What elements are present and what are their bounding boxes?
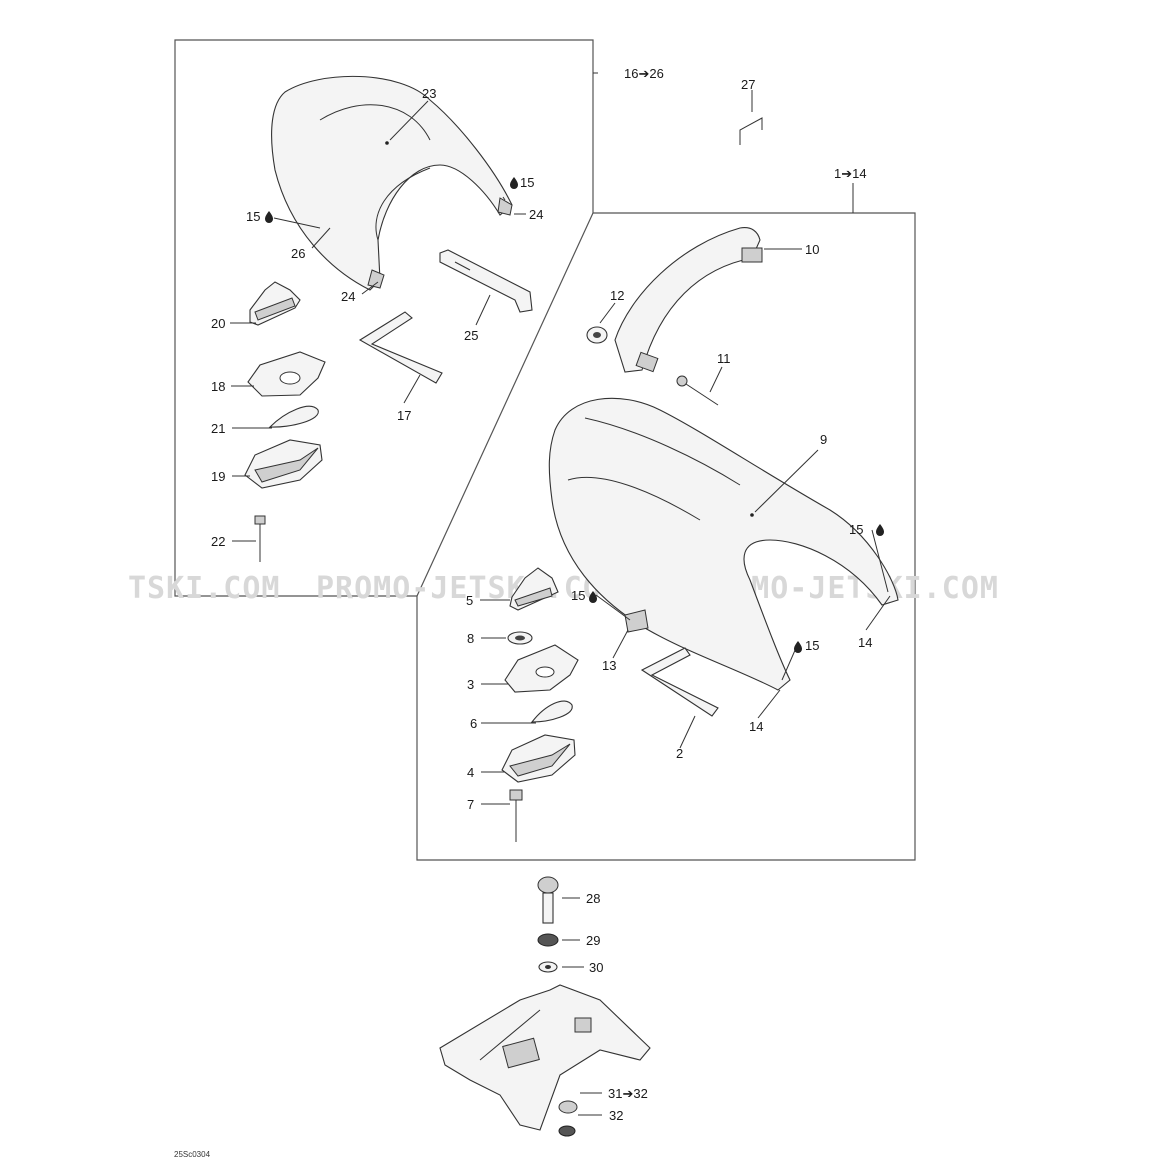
callout-28: 28 <box>586 891 600 906</box>
callout-21: 21 <box>211 421 225 436</box>
callout-15: 15 <box>805 638 819 653</box>
washer-part-30 <box>538 961 558 973</box>
callout-25: 25 <box>464 328 478 343</box>
callout-14: 14 <box>858 635 872 650</box>
grab-handle-part-10 <box>614 227 763 373</box>
hex-key-part-17 <box>358 311 443 384</box>
base-plate-part-18 <box>247 351 326 397</box>
callout-15: 15 <box>571 588 585 603</box>
rivet-part-22 <box>254 515 266 562</box>
callout-9: 9 <box>820 432 827 447</box>
callout-19: 19 <box>211 469 225 484</box>
callout-24: 24 <box>341 289 355 304</box>
passenger-seat-part-23 <box>271 75 513 291</box>
callout-15: 15 <box>246 209 260 224</box>
strap-part-25 <box>439 249 533 313</box>
housing-part-4 <box>501 734 576 783</box>
upper-assembly-frame <box>174 39 916 861</box>
callout-32: 32 <box>609 1108 623 1123</box>
gasket-part-21 <box>268 405 319 428</box>
callout-11: 11 <box>717 351 731 366</box>
bushing-part-12 <box>586 326 608 344</box>
callout-23: 23 <box>422 86 436 101</box>
washer-part-8 <box>507 631 533 645</box>
drawing-code: 25Sc0304 <box>174 1150 211 1159</box>
callout-2: 2 <box>676 746 683 761</box>
callout-4: 4 <box>467 765 474 780</box>
callout-29: 29 <box>586 933 600 948</box>
bolt-part-28 <box>537 876 559 924</box>
shim-part-27 <box>739 117 763 145</box>
gasket-part-6 <box>530 700 573 723</box>
group-label-lower: 1➔14 <box>834 166 867 181</box>
hex-key-part-2 <box>640 647 719 717</box>
callout-24: 24 <box>529 207 543 222</box>
driver-seat-part-9 <box>548 397 899 691</box>
callout-30: 30 <box>589 960 603 975</box>
callout-18: 18 <box>211 379 225 394</box>
callout-20: 20 <box>211 316 225 331</box>
housing-part-19 <box>244 439 323 489</box>
callout-10: 10 <box>805 242 819 257</box>
callout-15: 15 <box>520 175 534 190</box>
callout-15: 15 <box>849 522 863 537</box>
callout-17: 17 <box>397 408 411 423</box>
rivet-part-7 <box>509 789 523 842</box>
base-plate-part-3 <box>504 644 579 693</box>
callout-27: 27 <box>741 77 755 92</box>
watermark-left: TSKI.COM <box>128 571 281 606</box>
callout-26: 26 <box>291 246 305 261</box>
assembly-split-line <box>416 212 594 597</box>
leader-lines <box>230 100 891 1116</box>
callout-31-32: 31➔32 <box>608 1086 648 1101</box>
nut-part-29 <box>537 933 559 947</box>
callout-6: 6 <box>470 716 477 731</box>
callout-7: 7 <box>467 797 474 812</box>
callout-8: 8 <box>467 631 474 646</box>
screw-part-11 <box>676 375 719 406</box>
group-label-upper: 16➔26 <box>624 66 664 81</box>
callout-13: 13 <box>602 658 616 673</box>
callout-22: 22 <box>211 534 225 549</box>
latch-part-5 <box>509 567 559 611</box>
callout-3: 3 <box>467 677 474 692</box>
callout-5: 5 <box>466 593 473 608</box>
latch-part-20 <box>249 281 301 326</box>
callout-14: 14 <box>749 719 763 734</box>
callout-12: 12 <box>610 288 624 303</box>
watermark-center: PROMO-JETSKI.COM <box>316 571 621 606</box>
seat-support-frame <box>439 984 651 1137</box>
